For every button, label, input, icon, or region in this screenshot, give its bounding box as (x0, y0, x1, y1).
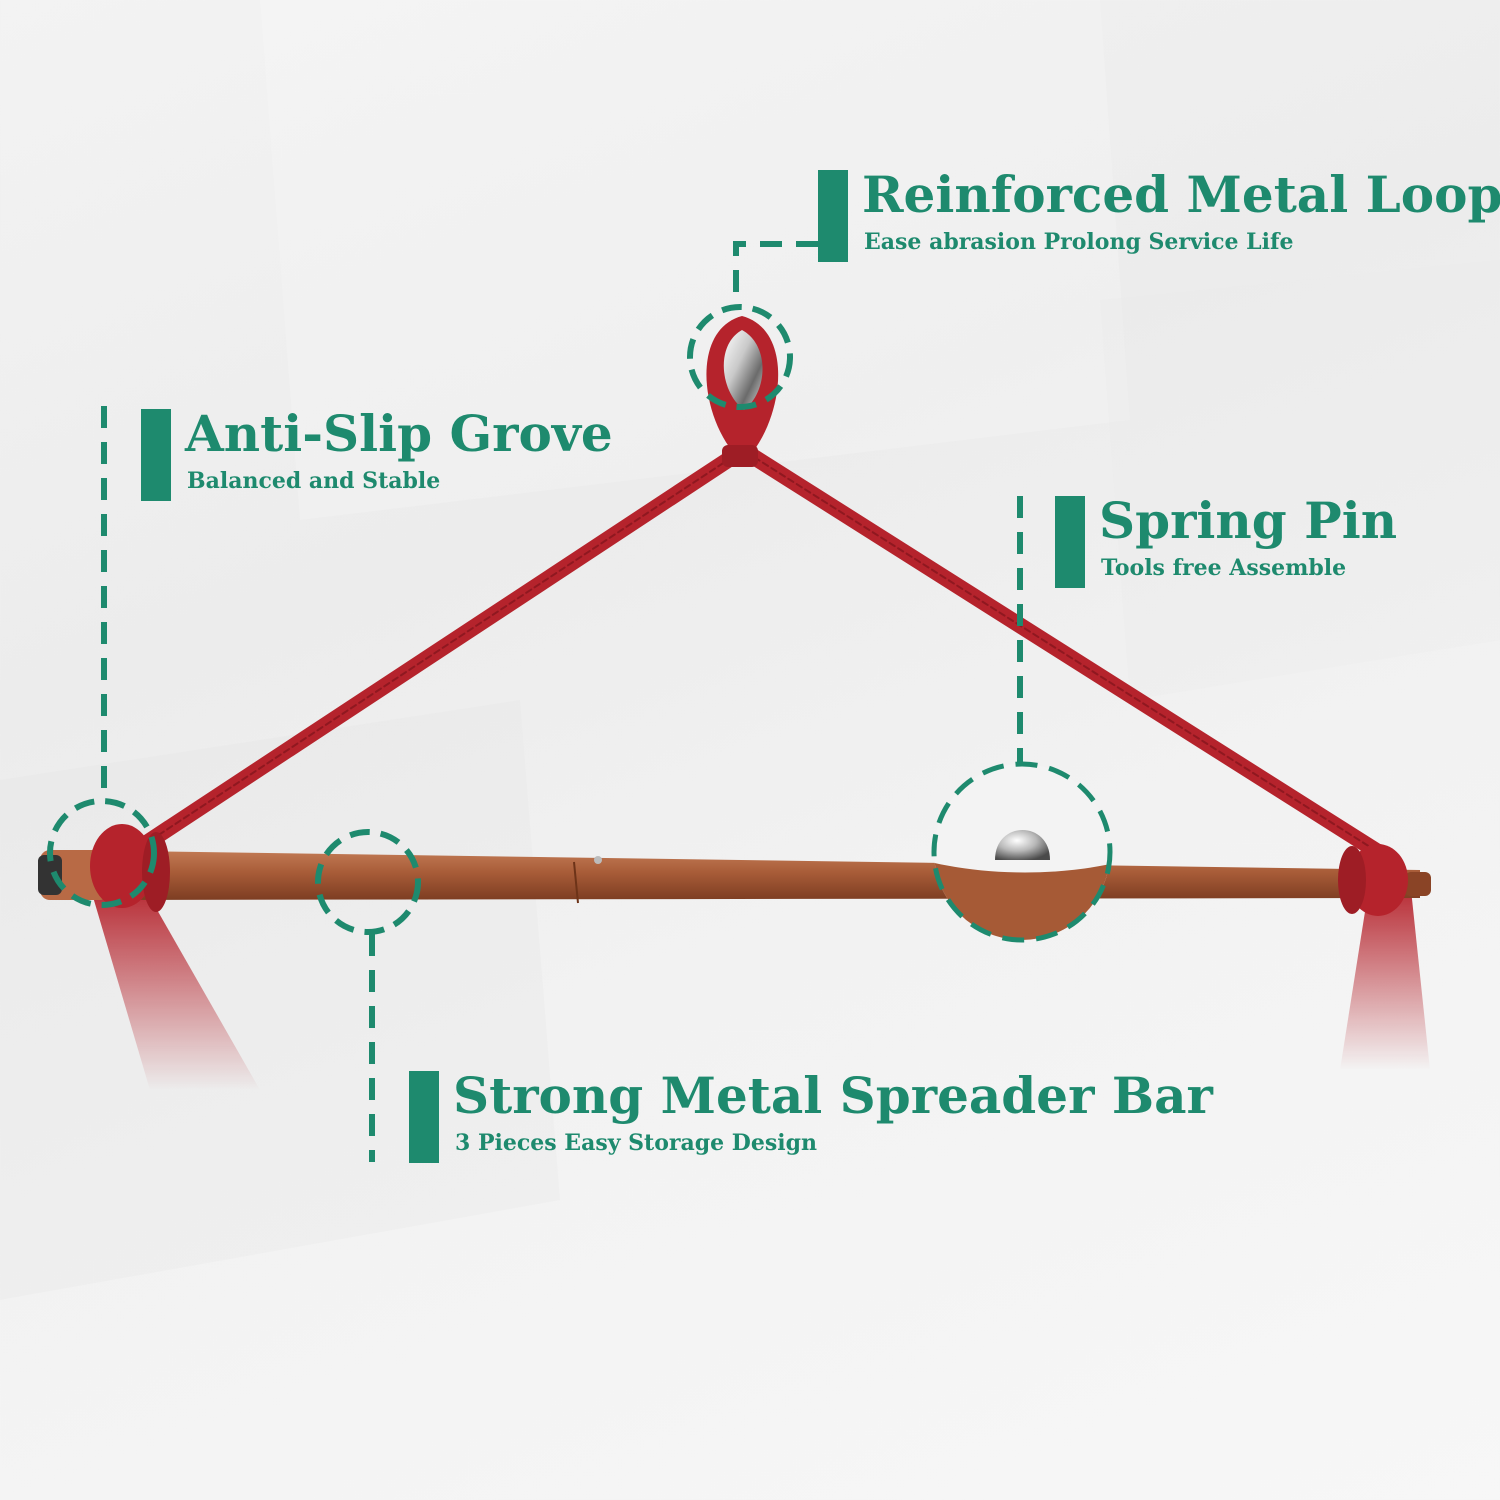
metal-loop (706, 316, 779, 467)
callout-title: Spring Pin (1099, 491, 1398, 550)
rope-tassel-right (1340, 880, 1430, 1070)
rope-left (140, 444, 748, 850)
rope-right (738, 444, 1386, 860)
callout-subtitle: 3 Pieces Easy Storage Design (455, 1130, 817, 1156)
callout-title: Anti-Slip Grove (185, 404, 613, 463)
callout-accent-bar (141, 409, 171, 501)
knot-right (1338, 844, 1408, 916)
callout-accent-bar (409, 1071, 439, 1163)
callout-subtitle: Balanced and Stable (187, 468, 441, 494)
callout-accent-bar (818, 170, 848, 262)
callout-subtitle: Ease abrasion Prolong Service Life (864, 229, 1294, 255)
callout-title: Strong Metal Spreader Bar (453, 1066, 1213, 1125)
loop-highlight-circle (687, 304, 793, 410)
spring-pin-magnifier (931, 761, 1113, 943)
callout-accent-bar (1055, 496, 1085, 588)
grove-highlight-circle (47, 798, 157, 908)
leader-lines (101, 241, 1023, 1162)
callout-title: Reinforced Metal Loop (862, 165, 1500, 224)
rope-tassel-left (88, 880, 260, 1090)
spreader-bar (38, 850, 1431, 904)
spreader-highlight-circle (315, 829, 421, 935)
callout-subtitle: Tools free Assemble (1101, 555, 1347, 581)
